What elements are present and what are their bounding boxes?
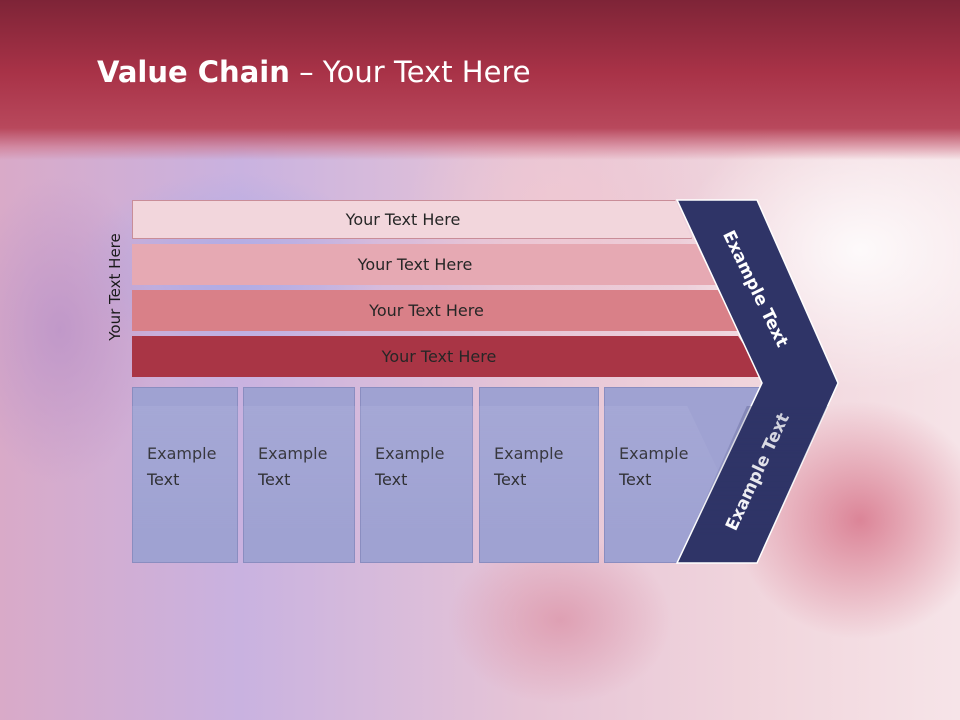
- support-bar-1-label: Your Text Here: [345, 210, 461, 229]
- primary-box-3[interactable]: Example Text: [360, 387, 473, 563]
- title-bold: Value Chain: [97, 55, 290, 89]
- title-rest: – Your Text Here: [289, 55, 531, 89]
- primary-box-2-label: Example Text: [258, 444, 328, 489]
- support-bar-2[interactable]: Your Text Here: [132, 244, 716, 285]
- support-bar-4[interactable]: Your Text Here: [132, 336, 764, 377]
- primary-box-1-label: Example Text: [147, 444, 217, 489]
- primary-box-2[interactable]: Example Text: [243, 387, 355, 563]
- slide-title[interactable]: Value Chain – Your Text Here: [97, 55, 531, 89]
- chevron-top-label: Example Text: [718, 227, 792, 350]
- support-bar-3-label: Your Text Here: [369, 301, 484, 320]
- primary-box-4-label: Example Text: [494, 444, 564, 489]
- vertical-label[interactable]: Your Text Here: [106, 233, 124, 341]
- primary-box-5-label: Example Text: [619, 444, 689, 489]
- primary-box-4[interactable]: Example Text: [479, 387, 599, 563]
- primary-box-1[interactable]: Example Text: [132, 387, 238, 563]
- support-bar-2-label: Your Text Here: [357, 255, 473, 274]
- support-bar-4-label: Your Text Here: [381, 347, 497, 366]
- primary-box-3-label: Example Text: [375, 444, 445, 489]
- header-band: [0, 0, 960, 160]
- support-bar-1[interactable]: Your Text Here: [132, 200, 692, 239]
- primary-box-5[interactable]: Example Text: [604, 387, 762, 563]
- support-bar-3[interactable]: Your Text Here: [132, 290, 739, 331]
